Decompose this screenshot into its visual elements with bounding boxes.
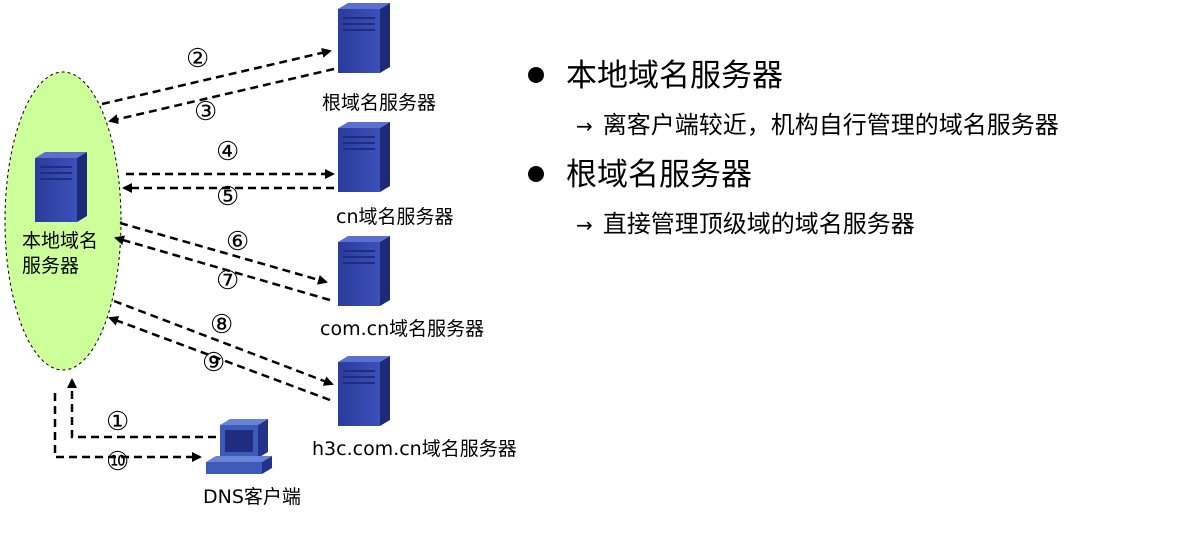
step-10: ⑩ (106, 447, 130, 477)
step-4: ④ (216, 137, 240, 167)
bullet-desc: 离客户端较近，机构自行管理的域名服务器 (602, 111, 1059, 139)
step-3: ③ (194, 97, 218, 127)
arrow-6 (119, 221, 328, 285)
bullet-root-server: 根域名服务器 (528, 149, 752, 194)
arrow-lines (53, 47, 335, 462)
comcn-server-icon (338, 236, 390, 306)
cn-server-label: cn域名服务器 (336, 206, 454, 228)
step-6: ⑥ (226, 227, 250, 257)
dns-client-icon (206, 419, 272, 474)
root-server-label: 根域名服务器 (322, 92, 437, 114)
local-server-label: 本地域名 服务器 (22, 230, 99, 277)
step-8: ⑧ (210, 310, 234, 340)
bullet-title: 本地域名服务器 (566, 58, 783, 94)
step-7: ⑦ (216, 266, 240, 296)
h3c-server-icon (338, 356, 390, 426)
arrow-9 (108, 316, 331, 402)
bullet-dot-icon (528, 165, 544, 182)
h3c-server-label: h3c.com.cn域名服务器 (312, 438, 517, 460)
bullet-title: 根域名服务器 (566, 157, 752, 193)
bullet-desc: 直接管理顶级域的域名服务器 (602, 210, 915, 238)
arrow-7 (114, 235, 331, 302)
dns-client-label: DNS客户端 (203, 486, 301, 508)
bullet-dot-icon (528, 66, 544, 83)
step-2: ② (186, 44, 210, 74)
local-server-icon (35, 152, 87, 222)
bullet-local-server-desc: → 离客户端较近，机构自行管理的域名服务器 (576, 105, 1059, 140)
bullet-local-server: 本地域名服务器 (528, 50, 783, 95)
arrow-2 (101, 47, 332, 106)
step-1: ① (106, 407, 130, 437)
root-server-icon (338, 3, 390, 73)
arrow-1 (67, 378, 216, 439)
arrow-right-icon: → (576, 213, 593, 237)
step-9: ⑨ (202, 348, 226, 378)
cn-server-icon (338, 122, 390, 192)
arrow-right-icon: → (576, 114, 593, 138)
arrow-10 (53, 393, 202, 462)
bullet-root-server-desc: → 直接管理顶级域的域名服务器 (576, 204, 915, 239)
comcn-server-label: com.cn域名服务器 (320, 318, 485, 340)
step-5: ⑤ (216, 182, 240, 212)
